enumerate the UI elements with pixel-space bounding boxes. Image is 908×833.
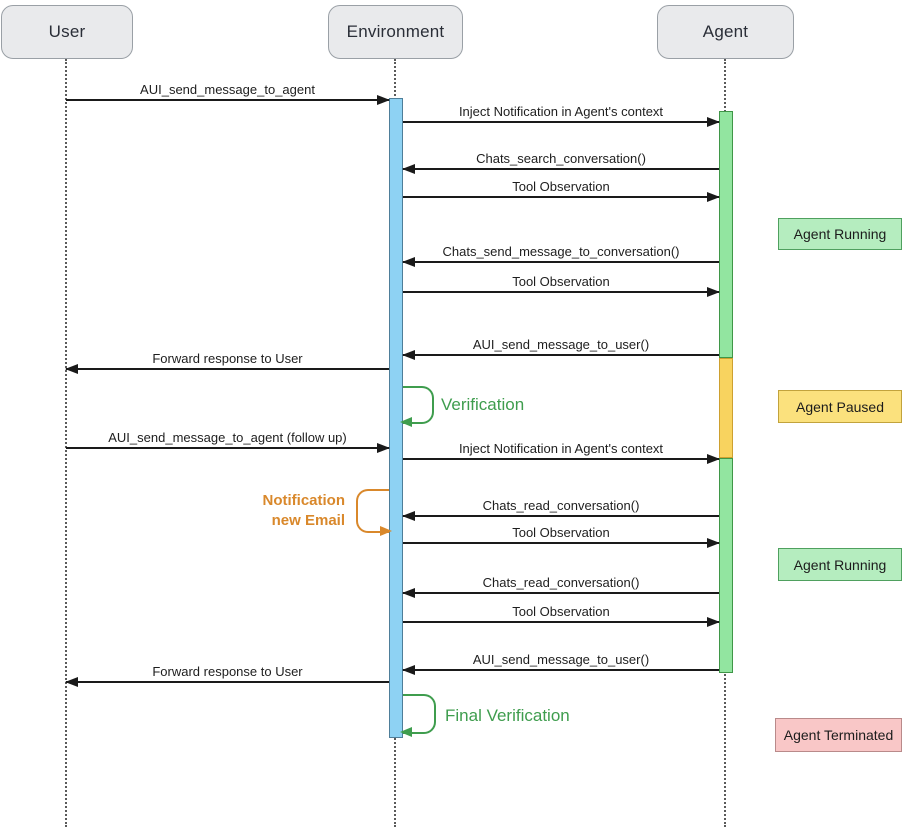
message-label: Chats_send_message_to_conversation() — [442, 244, 680, 259]
message-inject-notification-2: Inject Notification in Agent's context — [403, 440, 720, 464]
message-chats-read-conversation-1: Chats_read_conversation() — [402, 497, 719, 521]
message-line — [66, 681, 389, 683]
message-label: Chats_read_conversation() — [482, 575, 640, 590]
message-line — [66, 99, 389, 101]
actor-agent-label: Agent — [702, 22, 749, 41]
message-aui-send-message-follow-up: AUI_send_message_to_agent (follow up) — [66, 429, 390, 453]
status-badge-agent-running-1: Agent Running — [778, 218, 902, 250]
activation-agent-paused — [719, 358, 733, 458]
status-badge-agent-paused: Agent Paused — [778, 390, 902, 423]
arrowhead-left-icon — [65, 677, 78, 687]
arrowhead-right-icon — [707, 287, 720, 297]
message-chats-send-message-to-conversation: Chats_send_message_to_conversation() — [402, 243, 719, 267]
arrowhead-right-icon — [707, 192, 720, 202]
actor-user: User — [1, 5, 133, 59]
message-line — [403, 621, 719, 623]
arrowhead-right-icon — [707, 454, 720, 464]
arrowhead-right-icon — [377, 443, 390, 453]
message-label: AUI_send_message_to_agent — [140, 82, 315, 97]
arrowhead-left-icon — [402, 257, 415, 267]
status-label: Agent Terminated — [783, 727, 894, 743]
message-label: AUI_send_message_to_agent (follow up) — [108, 430, 347, 445]
message-label: Forward response to User — [152, 664, 303, 679]
verification-label: Verification — [441, 395, 525, 414]
verification-loop-icon — [400, 386, 434, 427]
final-verification-loop-icon — [400, 694, 436, 737]
message-line — [403, 669, 719, 671]
message-line — [403, 592, 719, 594]
arrowhead-left-icon — [402, 588, 415, 598]
message-line — [403, 261, 719, 263]
message-line — [66, 447, 389, 449]
message-label: Inject Notification in Agent's context — [458, 441, 664, 456]
status-label: Agent Running — [793, 556, 887, 573]
message-aui-send-message-to-agent: AUI_send_message_to_agent — [66, 81, 390, 105]
message-chats-read-conversation-2: Chats_read_conversation() — [402, 574, 719, 598]
message-label: Tool Observation — [512, 179, 610, 194]
actor-agent: Agent — [657, 5, 794, 59]
status-label: Agent Paused — [796, 398, 884, 415]
message-tool-observation-1: Tool Observation — [403, 178, 720, 202]
notification-note-line1: Notification — [262, 492, 346, 509]
message-label: Tool Observation — [512, 604, 610, 619]
message-line — [403, 196, 719, 198]
message-line — [403, 291, 719, 293]
message-chats-search-conversation: Chats_search_conversation() — [402, 150, 719, 174]
arrowhead-right-icon — [377, 95, 390, 105]
message-forward-response-2: Forward response to User — [65, 663, 389, 687]
arrowhead-left-icon — [402, 665, 415, 675]
message-label: Inject Notification in Agent's context — [458, 104, 664, 119]
message-line — [403, 458, 719, 460]
message-aui-send-message-to-user-2: AUI_send_message_to_user() — [402, 651, 719, 675]
message-forward-response-1: Forward response to User — [65, 350, 389, 374]
loop-arrowhead-icon — [400, 416, 412, 427]
message-aui-send-message-to-user-1: AUI_send_message_to_user() — [402, 336, 719, 360]
message-tool-observation-4: Tool Observation — [403, 603, 720, 627]
message-label: AUI_send_message_to_user() — [472, 337, 650, 352]
lifeline-user — [65, 59, 67, 827]
message-tool-observation-3: Tool Observation — [403, 524, 720, 548]
notification-note: Notification new Email — [248, 491, 346, 531]
arrowhead-left-icon — [65, 364, 78, 374]
activation-agent-running-2 — [719, 458, 733, 673]
message-line — [403, 515, 719, 517]
final-verification-label: Final Verification — [445, 706, 570, 725]
status-badge-agent-running-2: Agent Running — [778, 548, 902, 581]
message-line — [66, 368, 389, 370]
message-label: Tool Observation — [512, 525, 610, 540]
activation-agent-running-1 — [719, 111, 733, 358]
notification-note-line2: new Email — [271, 512, 345, 529]
loop-arrowhead-icon — [400, 726, 412, 737]
message-line — [403, 121, 719, 123]
message-tool-observation-2: Tool Observation — [403, 273, 720, 297]
message-label: Forward response to User — [152, 351, 303, 366]
actor-environment: Environment — [328, 5, 463, 59]
arrowhead-left-icon — [402, 350, 415, 360]
loop-arrowhead-icon — [380, 525, 392, 536]
message-inject-notification-1: Inject Notification in Agent's context — [403, 103, 720, 127]
status-badge-agent-terminated: Agent Terminated — [775, 718, 902, 752]
arrowhead-right-icon — [707, 617, 720, 627]
actor-user-label: User — [48, 22, 86, 41]
message-label: Chats_read_conversation() — [482, 498, 640, 513]
actor-environment-label: Environment — [346, 22, 445, 41]
arrowhead-right-icon — [707, 117, 720, 127]
message-line — [403, 354, 719, 356]
message-label: AUI_send_message_to_user() — [472, 652, 650, 667]
message-label: Tool Observation — [512, 274, 610, 289]
message-line — [403, 542, 719, 544]
message-label: Chats_search_conversation() — [476, 151, 646, 166]
arrowhead-left-icon — [402, 511, 415, 521]
status-label: Agent Running — [793, 226, 887, 242]
notification-loop-icon — [356, 489, 392, 536]
arrowhead-left-icon — [402, 164, 415, 174]
message-line — [403, 168, 719, 170]
arrowhead-right-icon — [707, 538, 720, 548]
